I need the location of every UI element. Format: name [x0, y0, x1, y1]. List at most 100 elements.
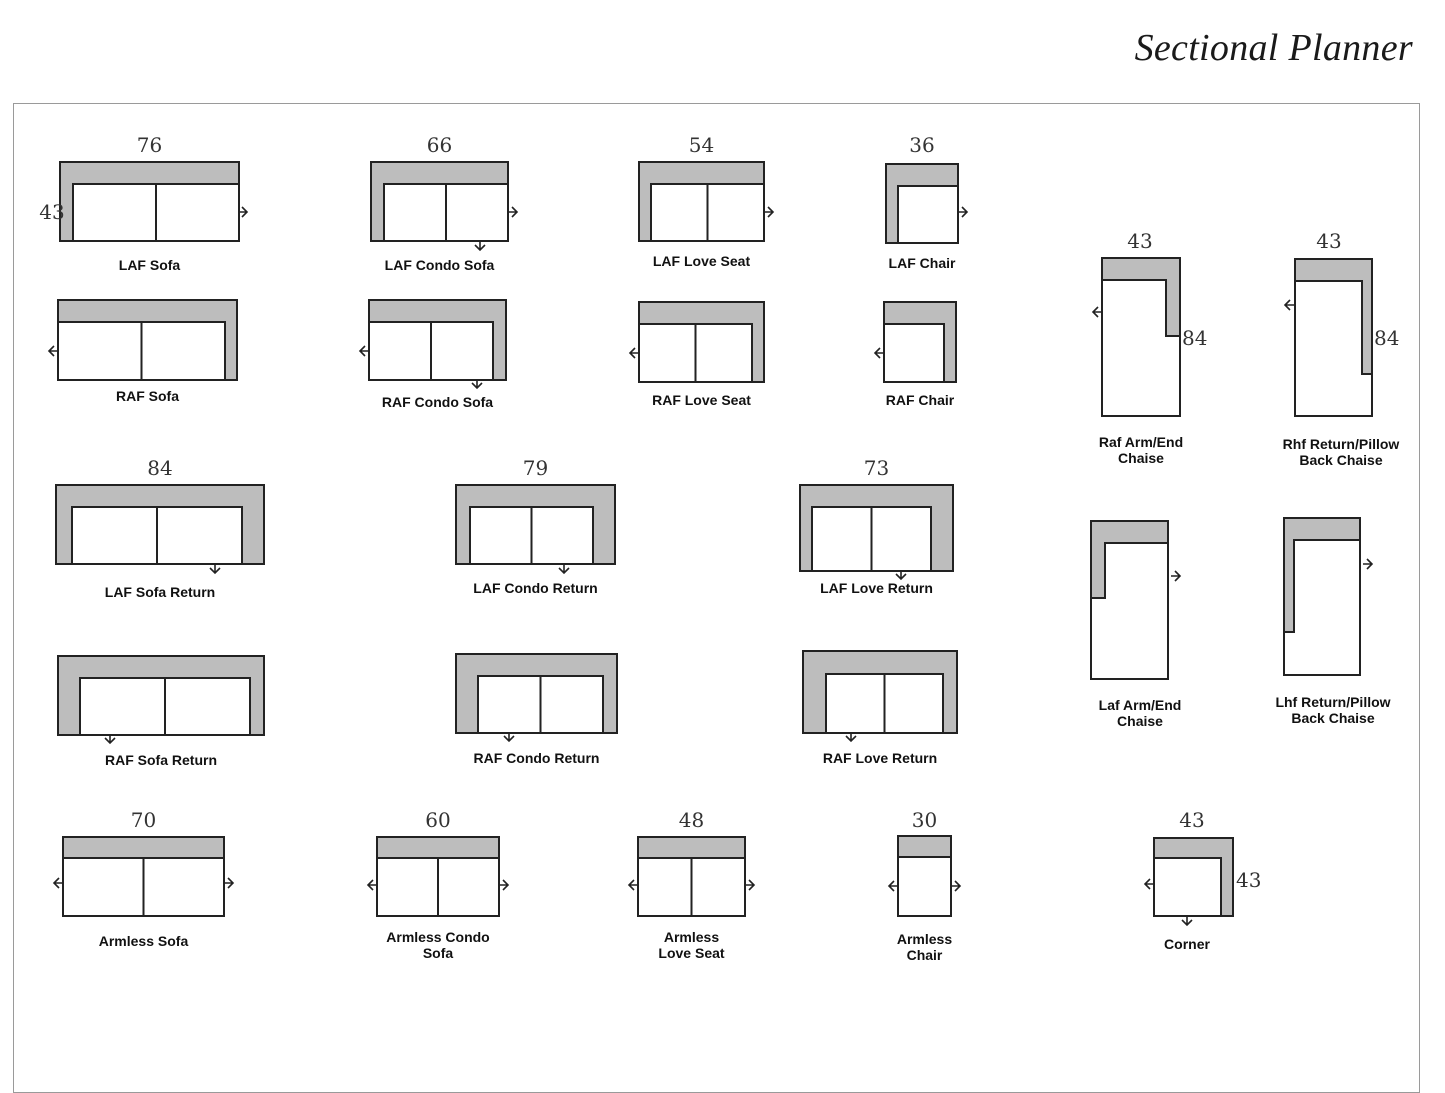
depth-dimension: 84: [1182, 326, 1207, 350]
arrow-icon: [238, 206, 249, 218]
piece-laf-condo-sofa: LAF Condo Sofa 66: [370, 133, 519, 273]
width-dimension: 70: [131, 808, 156, 832]
piece-label: Armless: [897, 931, 952, 947]
piece-label: Raf Arm/End: [1099, 434, 1183, 450]
arrow-icon: [209, 564, 221, 575]
piece-label: Armless: [664, 929, 719, 945]
piece-label: Back Chaise: [1291, 710, 1374, 726]
seat-cushion-area: [897, 185, 959, 244]
arrow-icon: [499, 879, 510, 891]
piece-label: Chaise: [1117, 713, 1163, 729]
arrow-icon: [1143, 878, 1154, 890]
arrow-icon: [764, 206, 775, 218]
arrow-icon: [503, 732, 515, 743]
depth-dimension: 43: [39, 200, 64, 224]
piece-armless-sofa: Armless Sofa 70: [52, 808, 235, 949]
seat-cushion-area: [883, 323, 945, 383]
piece-label: RAF Sofa: [116, 388, 179, 404]
piece-label: Back Chaise: [1299, 452, 1382, 468]
arrow-icon: [628, 347, 639, 359]
width-dimension: 76: [137, 133, 162, 157]
piece-laf-sofa: LAF Sofa 76 43: [39, 133, 249, 273]
arrow-icon: [1091, 306, 1102, 318]
width-dimension: 66: [427, 133, 452, 157]
width-dimension: 43: [1316, 229, 1341, 253]
arrow-icon: [1363, 558, 1374, 570]
piece-raf-love-return: RAF Love Return: [802, 650, 958, 766]
width-dimension: 43: [1127, 229, 1152, 253]
width-dimension: 60: [425, 808, 450, 832]
arrow-icon: [958, 206, 969, 218]
piece-label: Laf Arm/End: [1099, 697, 1182, 713]
piece-label: LAF Chair: [889, 255, 956, 271]
piece-label: LAF Condo Return: [473, 580, 597, 596]
piece-laf-chair: LAF Chair 36: [885, 133, 969, 271]
depth-dimension: 43: [1236, 868, 1261, 892]
width-dimension: 79: [523, 456, 548, 480]
seat-cushion-area: [1294, 280, 1373, 417]
depth-dimension: 84: [1374, 326, 1399, 350]
width-dimension: 54: [689, 133, 714, 157]
seat-cushion-area: [1090, 542, 1169, 680]
piece-label: LAF Sofa Return: [105, 584, 215, 600]
arrow-icon: [358, 345, 369, 357]
arrow-icon: [845, 732, 857, 743]
piece-label: Rhf Return/Pillow: [1283, 436, 1400, 452]
piece-label: Armless Sofa: [99, 933, 189, 949]
piece-label: RAF Chair: [886, 392, 955, 408]
piece-label: RAF Love Return: [823, 750, 937, 766]
arrow-icon: [508, 206, 519, 218]
piece-raf-chair: RAF Chair: [873, 301, 957, 408]
piece-label: LAF Sofa: [119, 257, 181, 273]
arrow-icon: [474, 241, 486, 252]
piece-label: Chaise: [1118, 450, 1164, 466]
piece-laf-condo-return: LAF Condo Return 79: [455, 456, 616, 596]
piece-label: Corner: [1164, 936, 1210, 952]
piece-laf-love-return: LAF Love Return 73: [799, 456, 954, 596]
arrow-icon: [52, 877, 63, 889]
piece-label: RAF Condo Return: [474, 750, 600, 766]
width-dimension: 36: [909, 133, 934, 157]
piece-label: LAF Condo Sofa: [385, 257, 495, 273]
piece-label: Armless Condo: [386, 929, 489, 945]
width-dimension: 43: [1179, 808, 1204, 832]
piece-label: LAF Love Seat: [653, 253, 751, 269]
width-dimension: 30: [912, 808, 937, 832]
piece-label: RAF Condo Sofa: [382, 394, 493, 410]
piece-label: Love Seat: [658, 945, 724, 961]
arrow-icon: [745, 879, 756, 891]
arrow-icon: [224, 877, 235, 889]
piece-label: Sofa: [423, 945, 454, 961]
piece-raf-condo-return: RAF Condo Return: [455, 653, 618, 766]
piece-label: Chair: [907, 947, 943, 963]
arrow-icon: [1283, 299, 1294, 311]
piece-label: RAF Love Seat: [652, 392, 751, 408]
piece-raf-condo-sofa: RAF Condo Sofa: [358, 299, 507, 410]
piece-label: LAF Love Return: [820, 580, 933, 596]
width-dimension: 73: [864, 456, 889, 480]
arrow-icon: [104, 734, 116, 745]
piece-raf-sofa: RAF Sofa: [47, 299, 238, 404]
arrow-icon: [1181, 916, 1193, 927]
width-dimension: 84: [147, 456, 172, 480]
seat-cushion-area: [1283, 539, 1361, 676]
seat-cushion-area: [897, 856, 952, 917]
arrow-icon: [366, 879, 377, 891]
arrow-icon: [471, 379, 483, 390]
seat-cushion-area: [1153, 857, 1222, 917]
arrow-icon: [1171, 570, 1182, 582]
piece-raf-love-seat: RAF Love Seat: [628, 301, 765, 408]
arrow-icon: [887, 880, 898, 892]
piece-corner: Corner 43 43: [1143, 808, 1261, 952]
arrow-icon: [627, 879, 638, 891]
arrow-icon: [558, 564, 570, 575]
page-title: Sectional Planner: [1134, 27, 1413, 69]
